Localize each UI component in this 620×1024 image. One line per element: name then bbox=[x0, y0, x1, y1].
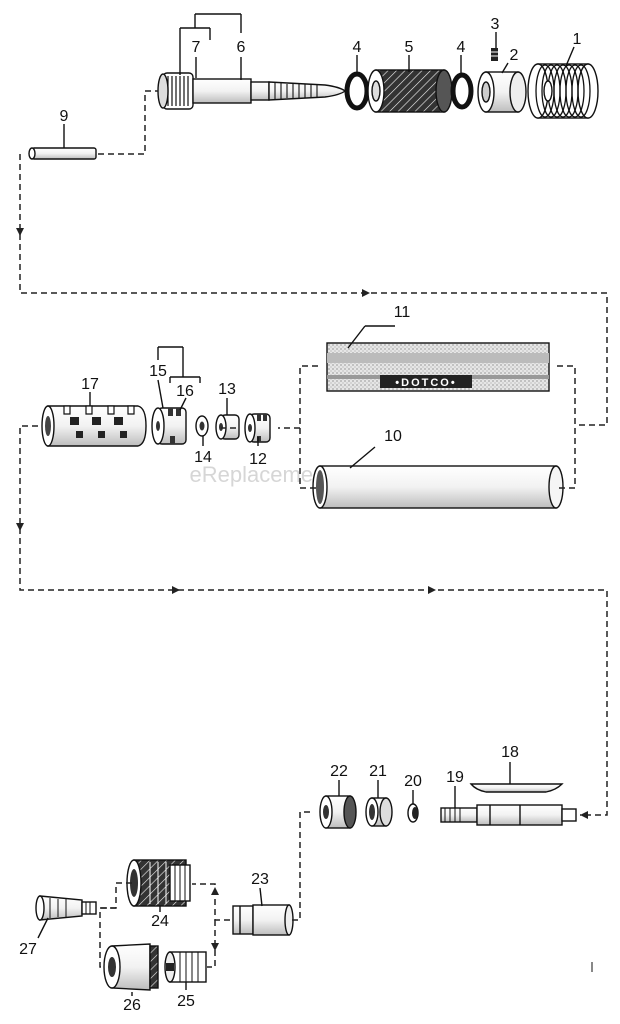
label-9: 9 bbox=[60, 108, 69, 125]
label-7: 7 bbox=[192, 39, 201, 56]
label-6: 6 bbox=[237, 39, 246, 56]
part-27-collet bbox=[35, 895, 97, 921]
part-2-collar bbox=[477, 71, 527, 113]
part-19-shaft bbox=[440, 804, 577, 826]
brand-label: •DOTCO• bbox=[395, 377, 456, 389]
label-16: 16 bbox=[176, 383, 194, 400]
part-10-tube bbox=[312, 465, 564, 509]
part-5-knurled-sleeve bbox=[367, 69, 453, 113]
label-4-right: 4 bbox=[457, 39, 466, 56]
part-9-pin bbox=[28, 147, 97, 160]
label-15: 15 bbox=[149, 363, 167, 380]
label-10: 10 bbox=[384, 428, 402, 445]
row1-leaders bbox=[63, 13, 575, 148]
flow-path-3 bbox=[97, 811, 310, 968]
part-11-grip: •DOTCO• bbox=[326, 342, 550, 392]
part-17-housing bbox=[41, 405, 147, 447]
part-1-coil bbox=[527, 63, 599, 119]
label-3: 3 bbox=[491, 16, 500, 33]
label-19: 19 bbox=[446, 769, 464, 786]
label-24: 24 bbox=[151, 913, 169, 930]
label-13: 13 bbox=[218, 381, 236, 398]
row3-leaders bbox=[37, 762, 511, 996]
part-12-clutch-jaw bbox=[244, 413, 271, 443]
flow-path-1 bbox=[16, 90, 608, 426]
part-13-washer bbox=[215, 414, 240, 440]
label-5: 5 bbox=[405, 39, 414, 56]
flow-path-2 bbox=[16, 425, 608, 819]
label-11: 11 bbox=[394, 304, 411, 321]
part-26-nose-cap bbox=[103, 943, 159, 991]
label-26: 26 bbox=[123, 997, 141, 1014]
label-25: 25 bbox=[177, 993, 195, 1010]
label-23: 23 bbox=[251, 871, 269, 888]
part-21-bearing bbox=[365, 797, 393, 827]
label-14: 14 bbox=[194, 449, 212, 466]
part-6-7-spindle bbox=[157, 72, 347, 110]
label-20: 20 bbox=[404, 773, 422, 790]
part-22-bushing bbox=[319, 795, 357, 829]
label-22: 22 bbox=[330, 763, 348, 780]
part-4-ring-right bbox=[450, 72, 474, 110]
part-14-ring bbox=[195, 415, 209, 437]
part-3-set-screw bbox=[491, 48, 498, 61]
row2-leaders bbox=[89, 325, 395, 469]
label-21: 21 bbox=[369, 763, 387, 780]
part-25-threaded-insert bbox=[164, 951, 207, 983]
label-18: 18 bbox=[501, 744, 519, 761]
label-2: 2 bbox=[510, 47, 519, 64]
part-23-nut bbox=[232, 904, 294, 936]
part-24-threaded-ring bbox=[126, 859, 191, 907]
part-18-plate bbox=[469, 783, 564, 793]
label-27: 27 bbox=[19, 941, 37, 958]
part-15-16-clutch bbox=[151, 407, 187, 445]
part-4-ring-left bbox=[344, 71, 370, 111]
label-4-left: 4 bbox=[353, 39, 362, 56]
label-12: 12 bbox=[249, 451, 267, 468]
bracket-10-11 bbox=[278, 365, 576, 489]
part-20-ring bbox=[407, 803, 419, 823]
label-17: 17 bbox=[81, 376, 99, 393]
label-1: 1 bbox=[573, 31, 582, 48]
